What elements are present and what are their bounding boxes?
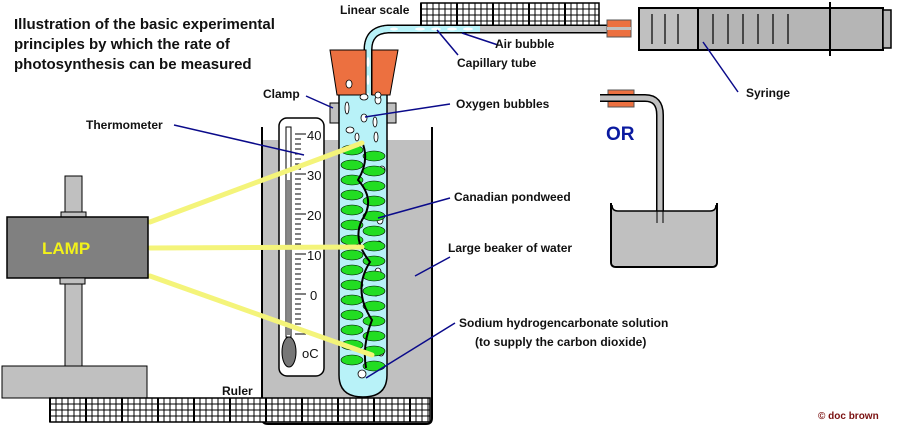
- leaf: [362, 180, 386, 192]
- leaf: [362, 315, 386, 327]
- leaf: [340, 204, 364, 216]
- leaf: [340, 309, 364, 321]
- clamp-label: Clamp: [263, 87, 300, 101]
- leaf: [340, 189, 364, 201]
- bubble: [345, 79, 353, 89]
- bubble: [345, 126, 355, 134]
- canadian-pondweed-label: Canadian pondweed: [454, 190, 571, 204]
- carbon-dioxide-note: (to supply the carbon dioxide): [475, 335, 646, 349]
- linear-scale: [420, 2, 600, 28]
- or-label: OR: [606, 124, 635, 145]
- sodium-hydrogencarbonate-label: Sodium hydrogencarbonate solution: [459, 316, 668, 330]
- leaf: [362, 165, 386, 177]
- leaf: [340, 219, 364, 231]
- large-beaker-label: Large beaker of water: [448, 241, 572, 255]
- alternative-setup: OR: [600, 89, 718, 268]
- leaf: [340, 294, 364, 306]
- thermometer-tick-40: 40: [307, 128, 321, 143]
- air-bubble-label: Air bubble: [495, 37, 555, 51]
- leaf: [362, 195, 386, 207]
- thermometer-label: Thermometer: [86, 118, 163, 132]
- leaf: [340, 159, 364, 171]
- lamp: LAMP: [1, 175, 149, 399]
- bubble: [344, 101, 350, 115]
- bubble: [357, 369, 367, 379]
- bubble: [359, 93, 369, 101]
- title-line-1: Illustration of the basic experimental: [14, 16, 275, 33]
- leaf: [340, 354, 364, 366]
- thermometer-tick-0: 0: [310, 288, 317, 303]
- leaf: [362, 270, 386, 282]
- bung: [329, 49, 399, 96]
- label-leader-lines: [173, 29, 739, 379]
- bubble: [354, 132, 360, 142]
- lamp-label: LAMP: [42, 239, 90, 258]
- leaf: [340, 279, 364, 291]
- bubble: [374, 91, 382, 99]
- ruler: [49, 397, 431, 423]
- copyright: © doc brown: [818, 411, 879, 422]
- oxygen-bubbles-label: Oxygen bubbles: [456, 97, 550, 111]
- ruler-label: Ruler: [222, 384, 253, 398]
- syringe: [606, 2, 892, 56]
- light-beams: [147, 140, 375, 358]
- leaf: [362, 285, 386, 297]
- syringe-label: Syringe: [746, 86, 790, 100]
- title-line-3: photosynthesis can be measured: [14, 56, 252, 73]
- bubble: [372, 116, 378, 128]
- bubble: [360, 113, 368, 123]
- thermometer-tick-10: 10: [307, 248, 321, 263]
- bubble: [373, 131, 379, 143]
- capillary-tube: [363, 24, 610, 115]
- linear-scale-label: Linear scale: [340, 3, 410, 17]
- leaf: [362, 300, 386, 312]
- thermometer-tick-30: 30: [307, 168, 321, 183]
- capillary-tube-label: Capillary tube: [457, 56, 537, 70]
- leaf: [362, 225, 386, 237]
- title-line-2: principles by which the rate of: [14, 36, 231, 53]
- leaf: [340, 249, 364, 261]
- leaf: [340, 174, 364, 186]
- leaf: [340, 264, 364, 276]
- leaf: [362, 150, 386, 162]
- thermometer-unit: oC: [302, 346, 319, 361]
- thermometer-tick-20: 20: [307, 208, 321, 223]
- leaf: [362, 240, 386, 252]
- leaf: [340, 324, 364, 336]
